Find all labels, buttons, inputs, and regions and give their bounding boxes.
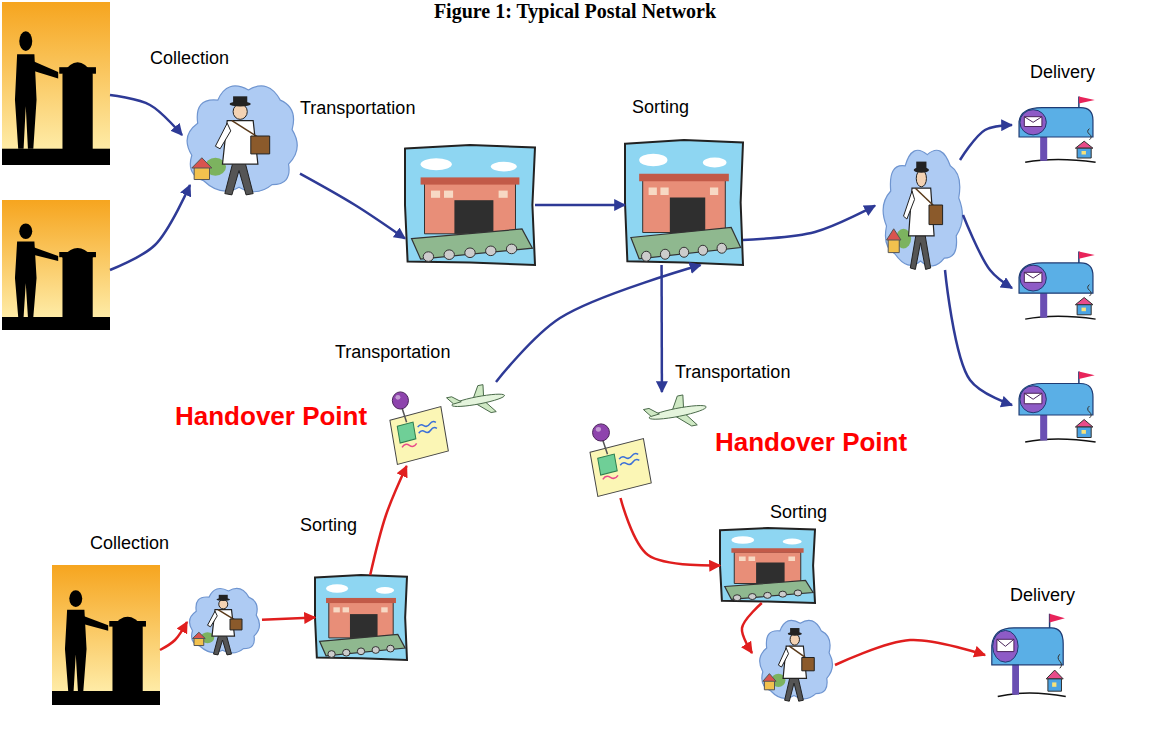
handover-label: Handover Point bbox=[715, 428, 907, 458]
stage-node: Delivery bbox=[875, 92, 1105, 447]
stage-node: Delivery bbox=[752, 608, 1072, 708]
postman-figure bbox=[760, 620, 833, 701]
stage-label: Sorting bbox=[300, 515, 357, 536]
figure-title: Figure 1: Typical Postal Network bbox=[0, 0, 1150, 23]
flow-arrow bbox=[110, 185, 190, 270]
flow-arrow bbox=[835, 640, 985, 665]
handover-label: Handover Point bbox=[175, 402, 367, 432]
stage-label: Delivery bbox=[1010, 585, 1075, 606]
stage-label: Transportation bbox=[335, 342, 450, 363]
flow-connector bbox=[300, 174, 405, 239]
stage-node: Sorting bbox=[315, 575, 407, 660]
stage-node: Handover Point bbox=[388, 388, 450, 466]
stage-node: Sorting bbox=[720, 528, 815, 603]
stage-node: Sorting bbox=[625, 140, 743, 265]
flow-connector bbox=[535, 204, 625, 207]
handover-letter-figure bbox=[590, 424, 651, 497]
stage-node: Handover Point bbox=[588, 420, 653, 498]
flow-arrow bbox=[963, 215, 1012, 288]
stage-node: Collection bbox=[52, 563, 262, 705]
mailbox-figure bbox=[1019, 96, 1096, 162]
mailbox-figure bbox=[1019, 372, 1096, 443]
stage-label: Transportation bbox=[300, 98, 415, 119]
flow-arrow bbox=[110, 95, 182, 135]
stage-node: Collection bbox=[2, 2, 300, 332]
airplane-figure bbox=[640, 392, 714, 433]
flow-connector bbox=[496, 265, 701, 382]
mailbox-figure bbox=[992, 614, 1066, 697]
stage-node: Transportation bbox=[645, 392, 710, 432]
postman-figure bbox=[190, 588, 260, 654]
pillar-box-figure bbox=[2, 200, 110, 330]
stage-label: Collection bbox=[90, 533, 169, 554]
flow-arrow bbox=[160, 622, 187, 650]
stage-node: Transportation bbox=[448, 382, 508, 418]
sorting-building-figure bbox=[720, 528, 815, 603]
postman-figure bbox=[883, 150, 962, 269]
stage-label: Collection bbox=[150, 48, 229, 69]
sorting-building-figure bbox=[625, 140, 743, 265]
flow-arrow bbox=[945, 270, 1012, 405]
sorting-building-figure bbox=[315, 575, 407, 660]
stage-label: Transportation bbox=[675, 362, 790, 383]
flow-connector bbox=[742, 603, 762, 653]
flow-connector bbox=[370, 466, 406, 575]
handover-letter-figure bbox=[390, 392, 448, 465]
flow-connector bbox=[660, 265, 663, 392]
flow-connector bbox=[743, 206, 875, 240]
flow-connector bbox=[621, 498, 721, 566]
stage-node: Transportation bbox=[405, 145, 535, 265]
flow-arrow bbox=[960, 125, 1012, 160]
stage-label: Sorting bbox=[770, 502, 827, 523]
pillar-box-figure bbox=[52, 565, 160, 705]
airplane-figure bbox=[444, 382, 512, 419]
mailbox-figure bbox=[1019, 251, 1096, 319]
sorting-building-figure bbox=[405, 145, 535, 265]
flow-connector bbox=[262, 618, 315, 620]
stage-label: Delivery bbox=[1030, 62, 1095, 83]
postman-figure bbox=[187, 86, 297, 195]
pillar-box-figure bbox=[2, 2, 110, 165]
stage-label: Sorting bbox=[632, 97, 689, 118]
